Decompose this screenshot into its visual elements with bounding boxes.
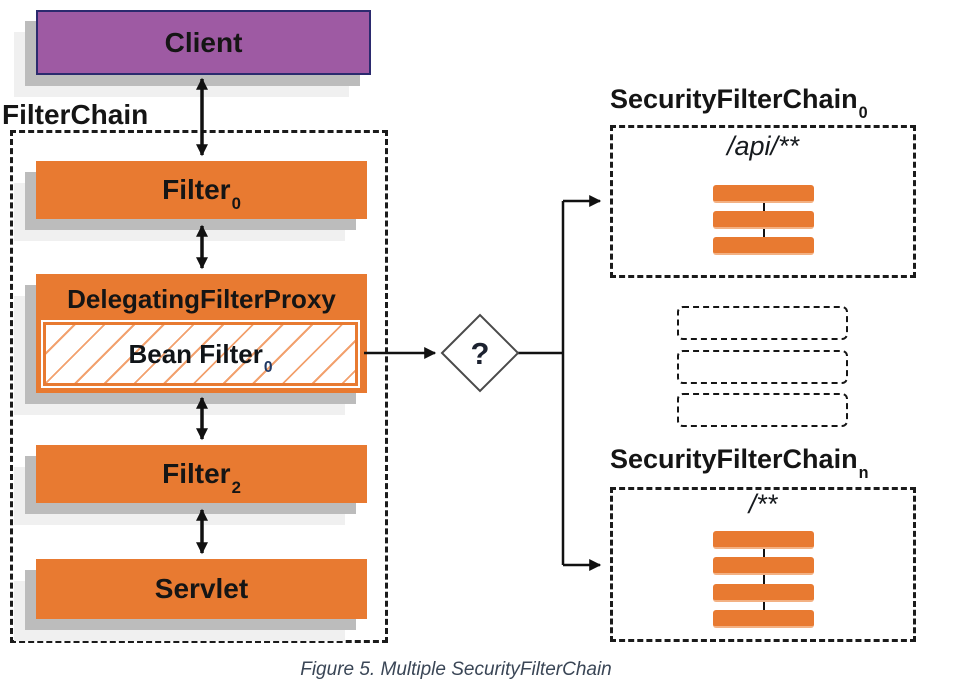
bean-filter-box: Bean Filter0 [43, 322, 358, 386]
filter0-box: Filter0 [36, 161, 367, 219]
filter-bar [713, 583, 814, 602]
chain-placeholder-stack [677, 306, 848, 427]
client-box: Client [36, 10, 371, 75]
chain-placeholder-box [677, 306, 848, 340]
chain-placeholder-box [677, 349, 848, 384]
filter2-subscript: 2 [231, 478, 241, 498]
security-filter-chain-0-subscript: 0 [858, 103, 868, 122]
filterchain-title: FilterChain [2, 99, 149, 130]
security-filter-chain-0-title: SecurityFilterChain0 [610, 84, 868, 122]
filter2-label: Filter2 [162, 458, 241, 498]
bean-filter-label: Bean Filter0 [128, 338, 273, 377]
filter-bar [713, 211, 814, 229]
servlet-box: Servlet [36, 559, 367, 619]
filter2-box: Filter2 [36, 445, 367, 503]
decision-question-label: ? [470, 336, 490, 371]
filter0-label: Filter0 [162, 174, 241, 214]
delegating-filter-proxy-label: DelegatingFilterProxy [67, 284, 336, 314]
security-filter-chain-n-container [610, 487, 916, 642]
filter-bar [713, 237, 814, 255]
filterchain-container [10, 130, 388, 643]
delegating-filter-proxy-box: DelegatingFilterProxy Bean Filter0 [36, 274, 367, 393]
security-filter-chain-0-filter-stack [713, 185, 814, 255]
filter0-subscript: 0 [231, 194, 241, 214]
bean-filter-subscript: 0 [263, 359, 273, 377]
figure-caption: Figure 5. Multiple SecurityFilterChain [300, 659, 612, 680]
security-filter-chain-n-filter-stack [713, 531, 814, 628]
servlet-label: Servlet [154, 573, 249, 604]
decision-branch-lines [518, 195, 602, 571]
client-label: Client [164, 26, 243, 58]
chain-placeholder-box [677, 393, 848, 427]
security-filter-chain-n-pattern: /** [748, 489, 778, 519]
security-filter-chain-n-title: SecurityFilterChainn [610, 444, 869, 482]
filter-bar [713, 609, 814, 628]
filter-bar [713, 557, 814, 576]
security-filter-chain-0-pattern: /api/** [726, 131, 800, 161]
filter-bar [713, 531, 814, 549]
security-filter-chain-n-subscript: n [858, 463, 869, 482]
security-filter-chain-0-container [610, 125, 916, 278]
filter-bar [713, 185, 814, 203]
